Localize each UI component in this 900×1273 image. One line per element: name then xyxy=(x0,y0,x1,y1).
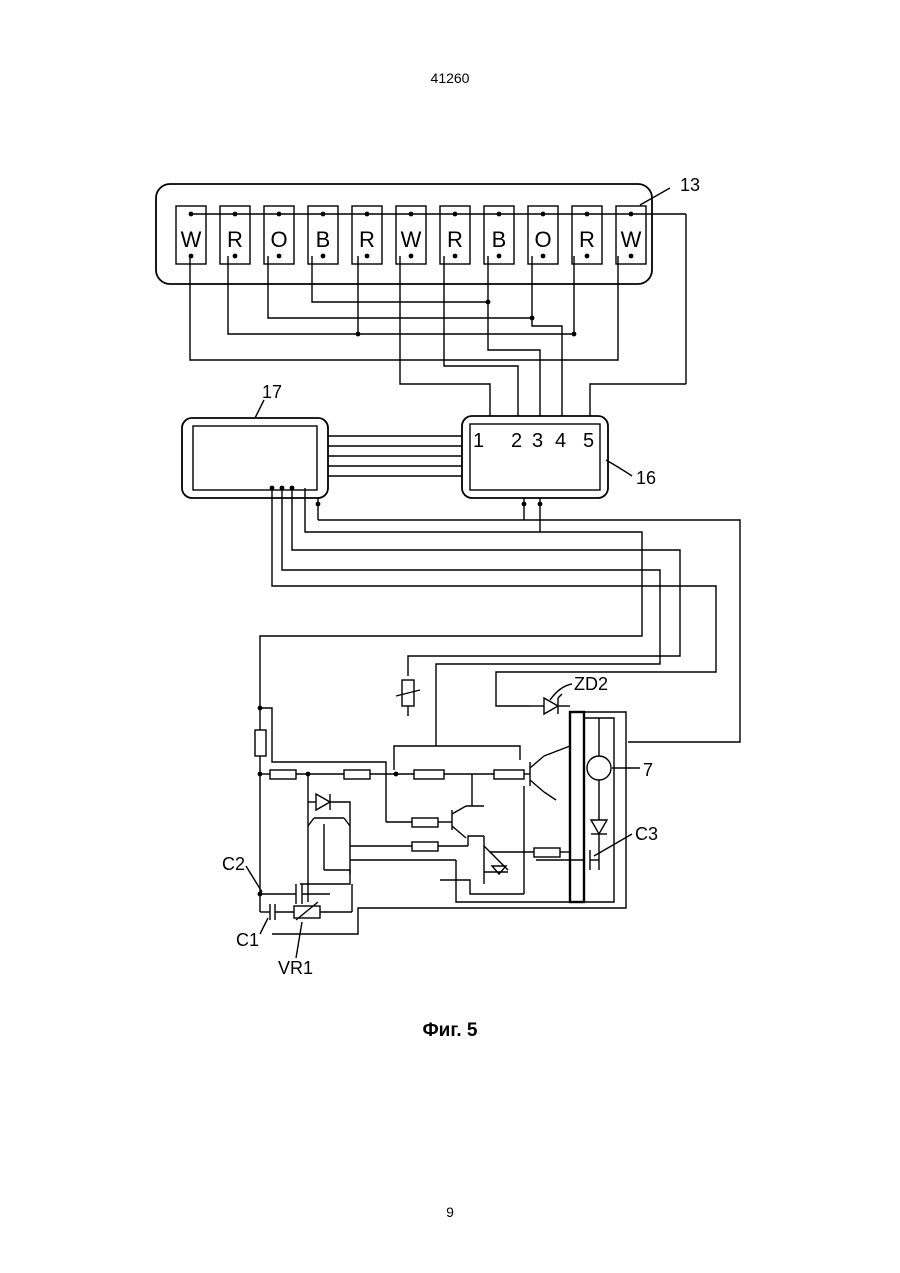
vr1-label: VR1 xyxy=(278,958,313,978)
page-number: 9 xyxy=(0,1204,900,1220)
cell-terminal xyxy=(541,254,546,259)
data-bus xyxy=(328,436,462,476)
display-unit: 17 xyxy=(182,382,328,498)
motor-label: 7 xyxy=(643,760,653,780)
strip-cell-letter: R xyxy=(227,227,243,252)
display-unit-label: 17 xyxy=(262,382,282,402)
control-wiring xyxy=(260,486,740,742)
decoder-pin-5: 5 xyxy=(583,430,594,452)
decoder-unit: 1 2 3 4 5 16 xyxy=(462,416,656,498)
strip-cell-letter: B xyxy=(316,227,331,252)
strip-cell-letter: B xyxy=(492,227,507,252)
decoder-label: 16 xyxy=(636,468,656,488)
decoder-pin-1: 1 xyxy=(473,430,484,452)
cell-terminal xyxy=(453,254,458,259)
strip-cell-letter: W xyxy=(621,227,642,252)
strip-cell-letter: W xyxy=(401,227,422,252)
c3-label: C3 xyxy=(635,824,658,844)
cell-terminal xyxy=(629,254,634,259)
cell-terminal xyxy=(409,254,414,259)
zener-label: ZD2 xyxy=(574,674,608,694)
strip-cell-letter: W xyxy=(181,227,202,252)
decoder-pin-4: 4 xyxy=(555,430,566,452)
decoder-pin-2: 2 xyxy=(511,430,522,452)
cell-terminal xyxy=(585,254,590,259)
cell-terminal xyxy=(233,254,238,259)
figure-caption: Фиг. 5 xyxy=(0,1020,900,1042)
strip-cell-letter: R xyxy=(359,227,375,252)
cell-terminal xyxy=(497,254,502,259)
c2-label: C2 xyxy=(222,854,245,874)
strip-cell-letter: R xyxy=(579,227,595,252)
cell-terminal xyxy=(277,254,282,259)
strip-cell-letter: R xyxy=(447,227,463,252)
drive-circuit: ZD2 7 C3 xyxy=(222,674,658,978)
strip-cell-letter: O xyxy=(534,227,551,252)
strip-cell-letter: O xyxy=(270,227,287,252)
decoder-pin-3: 3 xyxy=(532,430,543,452)
strip-label: 13 xyxy=(680,175,700,195)
c1-label: C1 xyxy=(236,930,259,950)
cell-terminal xyxy=(365,254,370,259)
cell-terminal xyxy=(321,254,326,259)
